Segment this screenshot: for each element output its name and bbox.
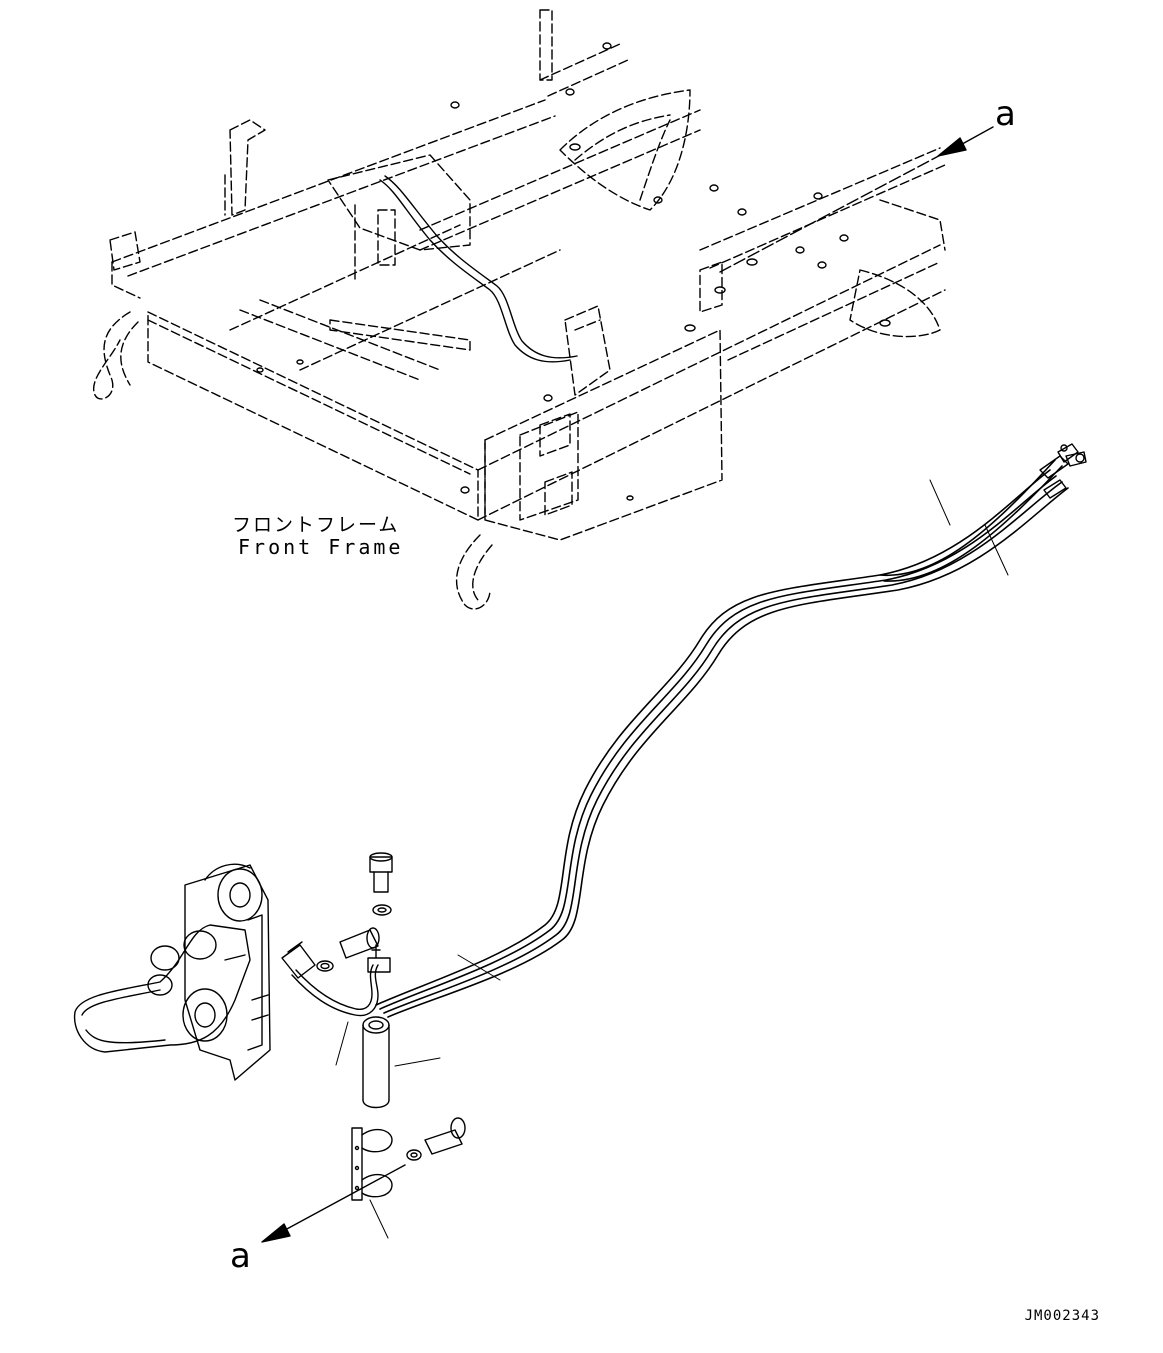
ref-label-a-top: a [995, 94, 1016, 134]
front-frame-label-en: Front Frame [238, 535, 404, 559]
bolt-lower [425, 1118, 465, 1154]
harness [282, 942, 390, 1016]
frame-tube [380, 180, 570, 362]
washer-lower [407, 1150, 421, 1160]
ref-label-a-bottom: a [230, 1236, 251, 1276]
arrow-a-top [720, 127, 993, 272]
leader-lines [336, 480, 1008, 1238]
cable-end-fittings [1040, 444, 1086, 498]
cable-bundle [376, 460, 1068, 1017]
arrow-a-bottom [262, 1165, 405, 1242]
bolt-horizontal [340, 928, 379, 958]
washer-upper [373, 905, 391, 915]
drawing-code: JM002343 [1024, 1308, 1100, 1324]
frame-bolts [257, 43, 890, 500]
front-frame-label-jp: フロントフレーム [232, 514, 400, 536]
bolt-vertical [370, 853, 392, 892]
engine-unit [75, 864, 270, 1080]
front-frame [94, 10, 945, 609]
sleeve [363, 1017, 389, 1108]
frame-tube-inner [385, 176, 577, 358]
clamp-bracket [352, 1128, 392, 1200]
